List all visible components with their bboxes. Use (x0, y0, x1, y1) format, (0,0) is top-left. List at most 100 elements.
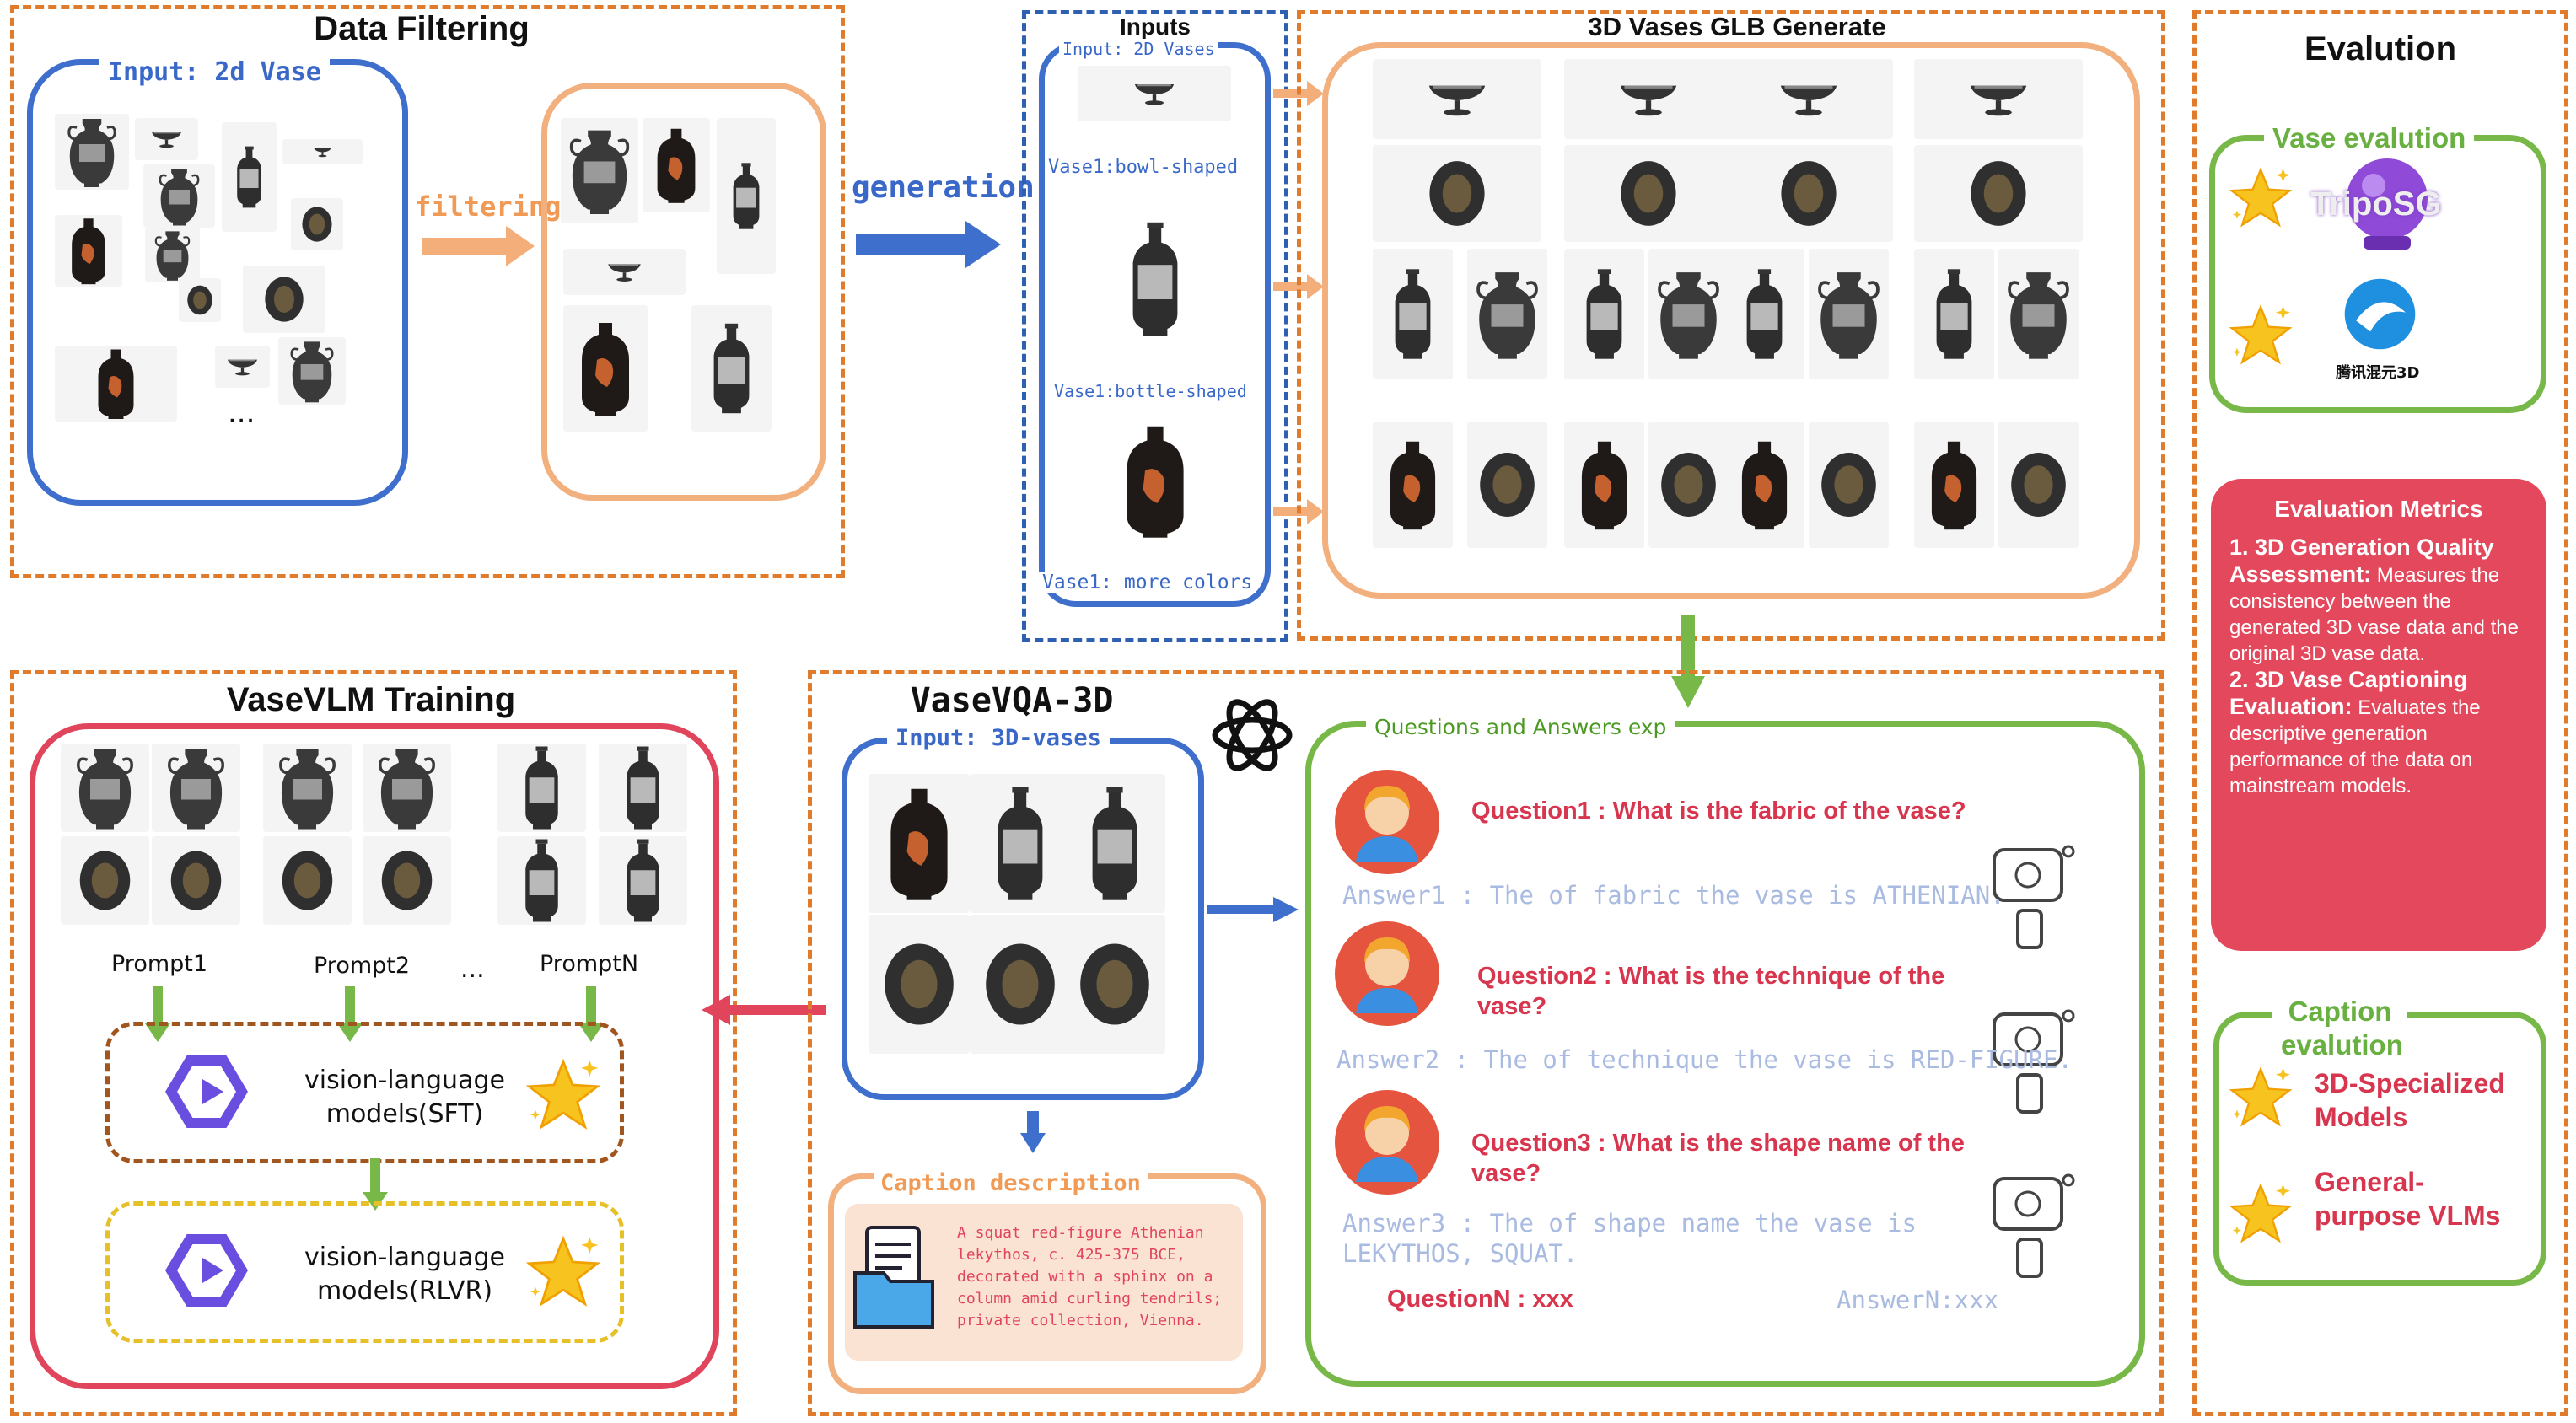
vqa-input-label: Input: 3D-vases (887, 725, 1110, 751)
metrics-body: 1. 3D Generation Quality Assessment: Mea… (2211, 523, 2546, 799)
vase-thumb (869, 915, 970, 1054)
vase-thumb (561, 118, 638, 223)
vase-thumb (1467, 422, 1547, 548)
vase-thumb (1809, 422, 1889, 548)
vase-thumb (1724, 59, 1893, 139)
vase-thumb (1373, 145, 1541, 242)
star-icon (524, 1055, 602, 1133)
vase-thumb (1373, 249, 1453, 379)
vase-thumb (1724, 249, 1804, 379)
question1: Question1 : What is the fabric of the va… (1471, 797, 1966, 824)
vase-thumb (1564, 422, 1644, 548)
vase-thumb (717, 118, 776, 274)
answerN: AnswerN:xxx (1837, 1286, 1999, 1314)
vase-thumb (282, 139, 363, 164)
input-2d-vase-label: Input: 2d Vase (99, 57, 330, 87)
caption-eval-label: Caption evalution (2272, 995, 2407, 1062)
training-title: VaseVLM Training (226, 681, 516, 718)
vase-thumb (55, 346, 177, 422)
vase-thumb (179, 278, 221, 322)
caption-text: A squat red-figure Athenian lekythos, c.… (957, 1224, 1223, 1329)
vase-thumb (970, 774, 1071, 913)
inputs-title: Inputs (1120, 13, 1191, 40)
metric2-head: 2. 3D Vase Captioning Evaluation: (2229, 667, 2468, 719)
glb-to-vqa-arrow (1671, 615, 1705, 708)
vase-thumb (1914, 59, 2083, 139)
vase-thumb (563, 305, 648, 432)
inputs-subtitle: Input: 2D Vases (1059, 39, 1218, 59)
glb-box (1322, 42, 2140, 599)
star-icon (2228, 302, 2294, 368)
generation-arrow (856, 221, 1001, 268)
filtering-label: filtering (415, 191, 562, 223)
vase-thumb (363, 836, 451, 925)
vase-thumb (1998, 249, 2079, 379)
caption-title: Caption description (874, 1170, 1148, 1196)
metric1-body: Measures the consistency between the gen… (2229, 564, 2519, 665)
vase-thumb (1914, 249, 1994, 379)
vase-thumb (152, 836, 240, 925)
filtering-arrow (422, 226, 535, 266)
vase-thumb (1105, 403, 1206, 559)
person-avatar-icon (1332, 1087, 1442, 1197)
question3: Question3 : What is the shape name of th… (1471, 1130, 1965, 1187)
vase-thumb (869, 774, 970, 913)
vase-thumb (563, 249, 686, 295)
vase-thumb (599, 744, 687, 832)
answer1: Answer1 : The of fabric the vase is ATHE… (1342, 881, 2005, 910)
generation-label: generation (852, 170, 1035, 205)
vase-thumb (643, 118, 710, 212)
vase-thumb (1105, 199, 1206, 359)
vase-thumb (1373, 59, 1541, 139)
filtered-vases-box (541, 83, 826, 501)
vase-thumb (215, 346, 270, 388)
vase-colors-label: Vase1: more colors (1039, 572, 1256, 593)
rlvr-box (105, 1201, 624, 1343)
vase-thumb (1648, 422, 1729, 548)
vqa-to-training-arrow (702, 995, 826, 1025)
data-filtering-panel (10, 5, 845, 578)
qwen-logo-icon (164, 1232, 257, 1308)
robot-icon (1986, 1172, 2079, 1281)
vase-thumb (291, 198, 343, 250)
vase-thumb (61, 744, 149, 832)
sft-box (105, 1022, 624, 1163)
vase-thumb (1373, 422, 1453, 548)
hunyuan-label: 腾讯混元3D (2336, 364, 2420, 382)
vase-thumb (222, 122, 277, 232)
vase-thumb (263, 836, 352, 925)
star-icon (2228, 1180, 2294, 1246)
vase-thumb (278, 337, 346, 405)
answer2: Answer2 : The of technique the vase is R… (1336, 1045, 2073, 1074)
vase-thumb (970, 915, 1071, 1054)
vase-thumb (691, 305, 772, 432)
qa-title: Questions and Answers exp (1366, 715, 1675, 739)
hunyuan-logo-icon (2340, 274, 2420, 354)
robot-icon (1986, 1007, 2079, 1117)
vase-thumb (1064, 774, 1165, 913)
star-icon (2228, 164, 2294, 230)
vase-thumb (599, 836, 687, 925)
vase-thumb (497, 836, 586, 925)
caption-item-vlm: General-purpose VLMs (2315, 1167, 2501, 1231)
vase-thumb (1809, 249, 1889, 379)
vase-thumb (1564, 249, 1644, 379)
sft-label: vision-language models(SFT) (304, 1066, 505, 1129)
vase-thumb (145, 228, 200, 282)
vqa-panel (808, 670, 2164, 1416)
vase-thumb (55, 215, 122, 287)
document-folder-icon (852, 1222, 936, 1332)
data-filtering-title: Data Filtering (314, 10, 530, 47)
vase-thumb (1564, 59, 1733, 139)
vase-thumb (363, 744, 451, 832)
evalution-title: Evalution (2304, 30, 2457, 67)
evaluation-metrics-card: Evaluation Metrics 1. 3D Generation Qual… (2211, 479, 2546, 951)
star-icon (2228, 1064, 2294, 1130)
vase-thumb (497, 744, 586, 832)
vase-thumb (1914, 145, 2083, 242)
vase-bowl-label: Vase1:bowl-shaped (1048, 157, 1239, 178)
training-panel (10, 670, 737, 1416)
vase-thumb (143, 164, 215, 228)
sft-to-rlvr-arrow (363, 1158, 388, 1211)
vqa-to-caption-arrow (1020, 1111, 1046, 1153)
